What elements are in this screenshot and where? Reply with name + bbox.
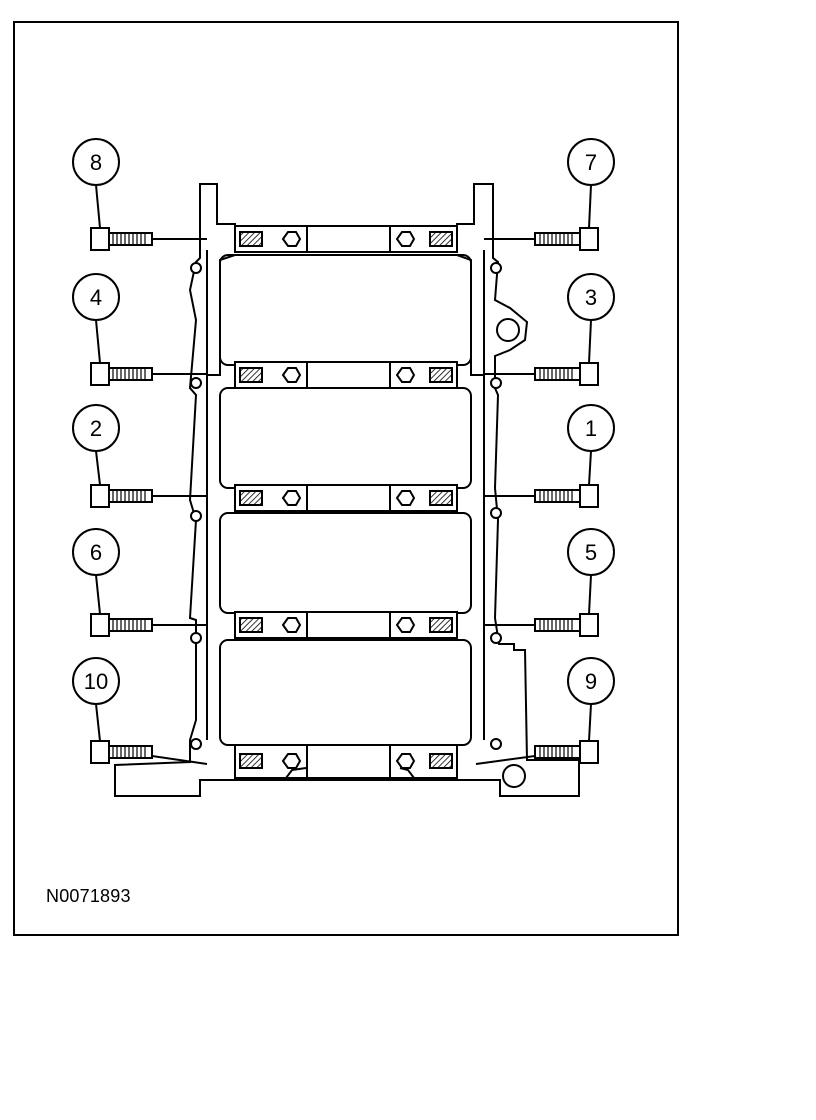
bolt-left-row-3 <box>90 484 207 508</box>
callout-7: 7 <box>585 150 597 175</box>
bolts-right <box>475 227 599 765</box>
bolt-right-row-1 <box>484 227 599 251</box>
callout-2: 2 <box>90 416 102 441</box>
bolt-right-row-2 <box>484 362 599 386</box>
callout-1: 1 <box>585 416 597 441</box>
crankcase-outline <box>114 183 580 797</box>
callout-6: 6 <box>90 540 102 565</box>
cap-row-4 <box>234 611 458 639</box>
bearing-cap-bars <box>234 225 458 779</box>
cap-row-2 <box>234 361 458 389</box>
bolt-left-row-1 <box>90 227 207 251</box>
bolt-right-row-5 <box>475 740 599 765</box>
bolt-right-row-4 <box>484 613 599 637</box>
figure-frame <box>13 21 679 936</box>
cap-row-5 <box>234 744 458 779</box>
cap-row-1 <box>234 225 458 253</box>
cap-row-3 <box>234 484 458 512</box>
callout-circles <box>72 138 615 742</box>
callout-labels: 8 7 4 3 2 1 6 5 10 9 <box>84 150 597 694</box>
bolt-threads <box>112 233 573 758</box>
callout-9: 9 <box>585 669 597 694</box>
callout-3: 3 <box>585 285 597 310</box>
dowel-holes <box>190 262 526 788</box>
callout-5: 5 <box>585 540 597 565</box>
bolt-right-row-3 <box>484 484 599 508</box>
callout-8: 8 <box>90 150 102 175</box>
callout-4: 4 <box>90 285 102 310</box>
callout-10: 10 <box>84 669 108 694</box>
figure-id-label: N0071893 <box>46 886 131 906</box>
